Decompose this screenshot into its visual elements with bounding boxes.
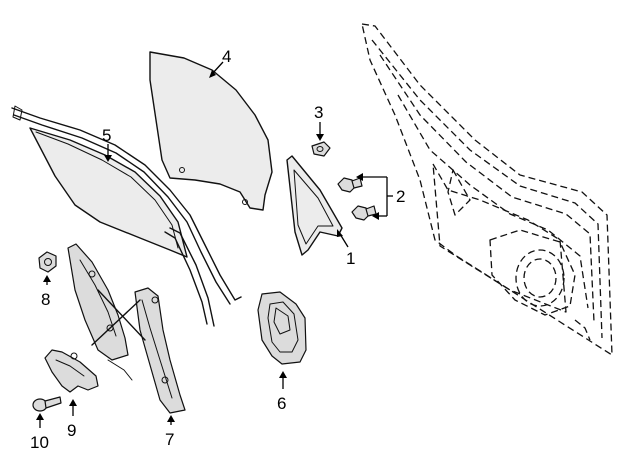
part-10-bolt [32,396,62,412]
part-5-run-channel [11,105,242,327]
part-2-bolts [337,177,377,221]
callout-6: 6 [277,394,286,413]
part-6-seal [257,291,307,365]
callout-10: 10 [30,433,49,452]
part-3-bolt [311,141,331,157]
part-7-regulator [67,243,186,414]
callout-1: 1 [346,249,355,268]
leader-lines [36,61,393,428]
part-9-bracket [44,349,99,393]
callout-3: 3 [314,103,323,122]
part-8-nut [38,251,57,273]
callout-7: 7 [165,430,174,449]
callout-8: 8 [41,290,50,309]
callout-2: 2 [396,187,405,206]
door-shell [361,23,613,356]
callout-9: 9 [67,421,76,440]
part-1-vent-glass [286,155,343,256]
callout-4: 4 [222,47,231,66]
part-4-door-glass [149,51,273,211]
callout-5: 5 [102,126,111,145]
